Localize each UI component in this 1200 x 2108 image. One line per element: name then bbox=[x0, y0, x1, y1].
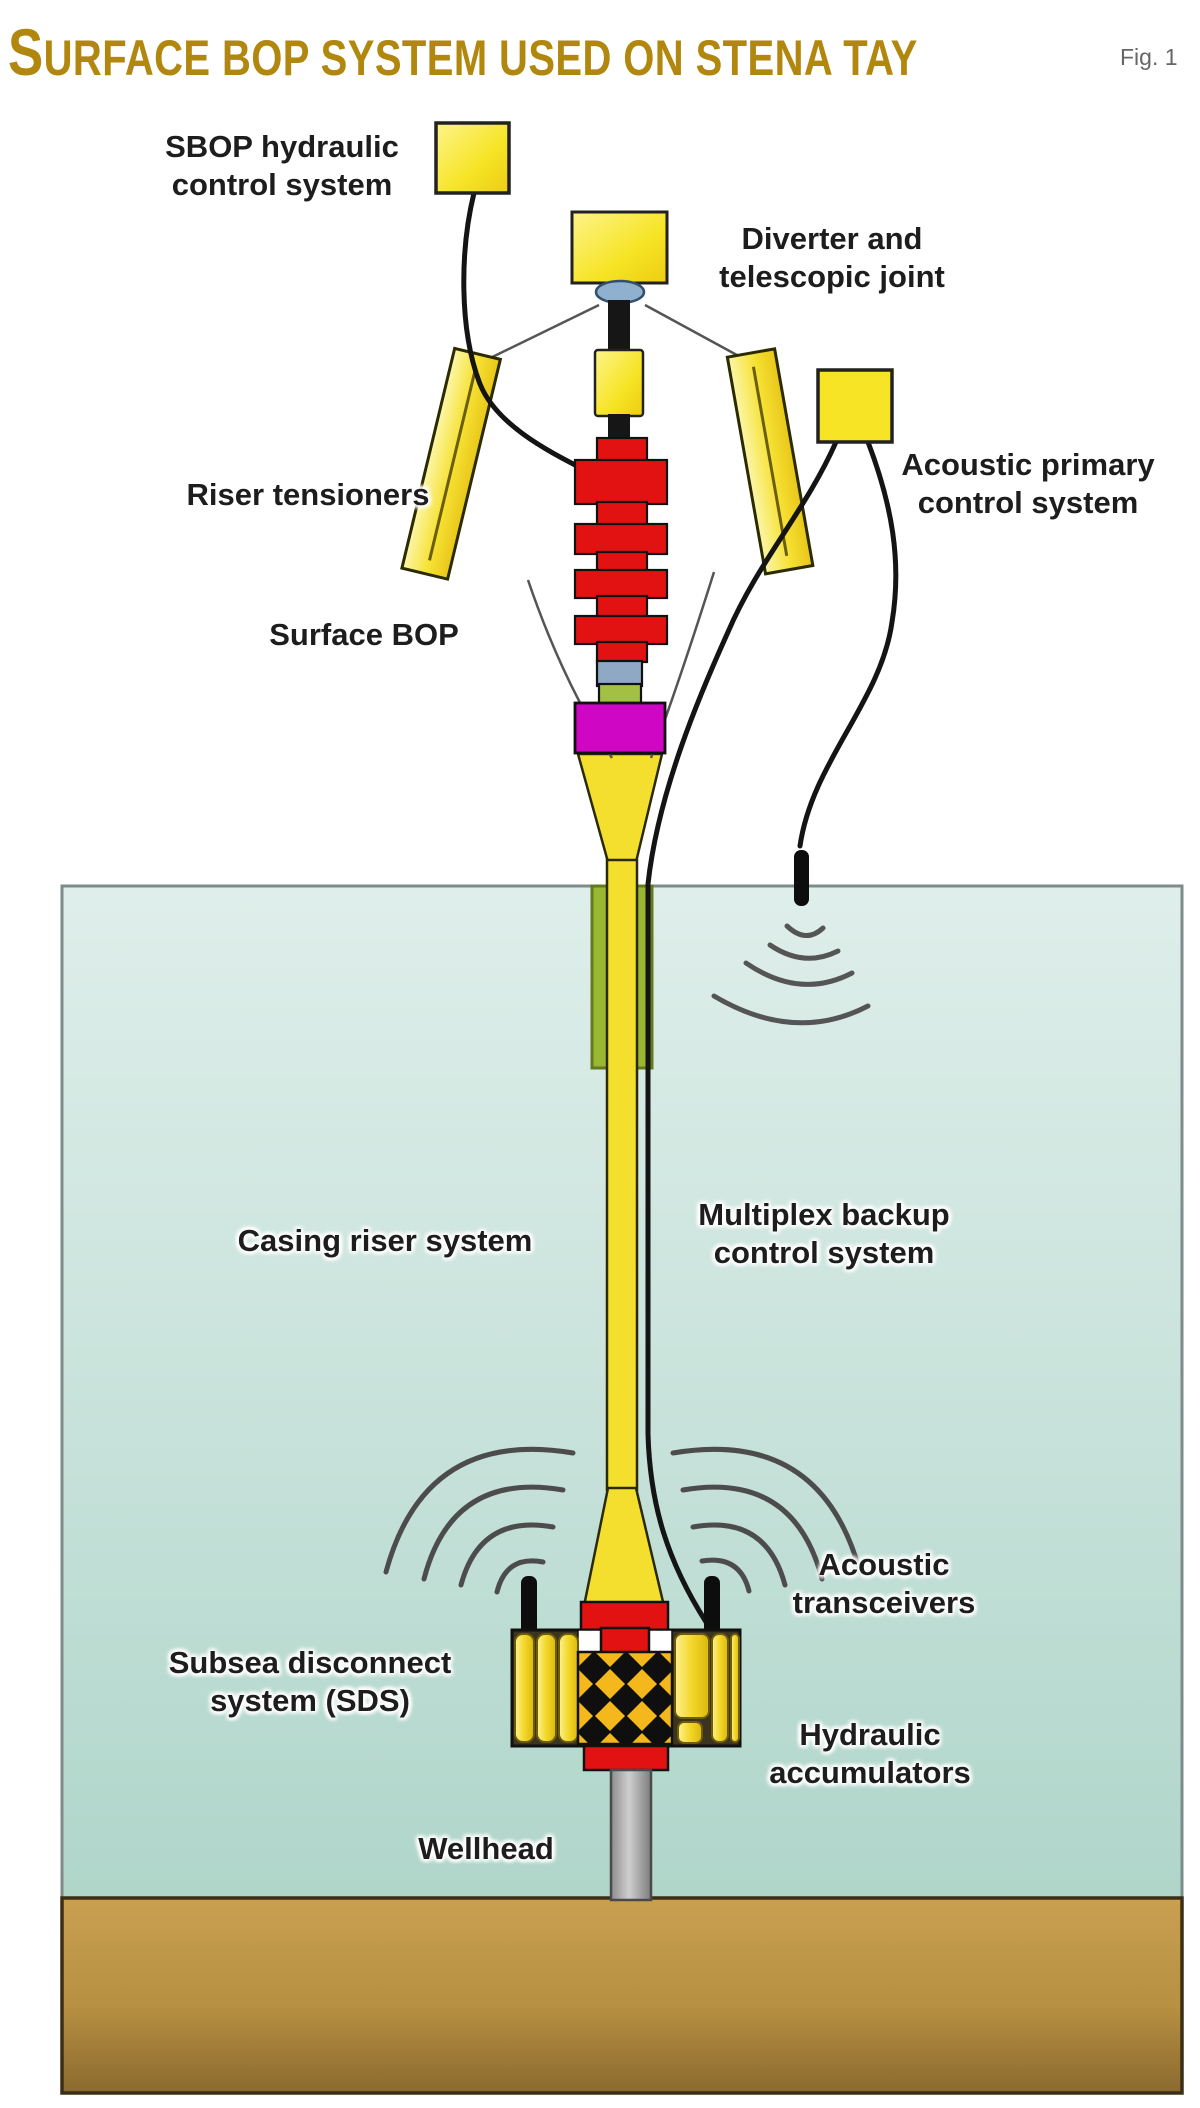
label-line: Subsea disconnect bbox=[168, 1645, 452, 1680]
page-title: SURFACE BOP SYSTEM USED ON STENA TAY bbox=[8, 15, 918, 89]
sds-assembly bbox=[510, 1576, 742, 1772]
surface-bop-stack bbox=[573, 436, 669, 755]
label-line: SBOP hydraulic bbox=[165, 129, 399, 164]
sds-checker-block bbox=[576, 1650, 674, 1746]
label-riser-tensioners: Riser tensioners bbox=[187, 476, 430, 514]
figure-number: Fig. 1 bbox=[1120, 44, 1178, 70]
acoustic-waves-transducer-icon bbox=[711, 923, 871, 1026]
transceiver-rod-left bbox=[521, 1576, 537, 1636]
acoustic-waves-left-icon bbox=[383, 1446, 576, 1595]
label-surface-bop: Surface BOP bbox=[269, 616, 459, 654]
hydraulic-accumulators-left bbox=[514, 1633, 579, 1743]
label-wellhead: Wellhead bbox=[418, 1830, 554, 1868]
label-multiplex: Multiplex backup control system bbox=[698, 1196, 949, 1272]
label-acoustic-primary: Acoustic primary control system bbox=[901, 446, 1154, 522]
diverter-telescopic-joint bbox=[570, 210, 669, 442]
label-acoustic-transceivers: Acoustic transceivers bbox=[793, 1546, 976, 1622]
acoustic-primary-cable bbox=[797, 439, 899, 849]
label-casing-riser: Casing riser system bbox=[238, 1222, 533, 1260]
riser-pipe bbox=[576, 752, 666, 1608]
label-hydraulic-accumulators: Hydraulic accumulators bbox=[769, 1716, 971, 1792]
label-sbop-control: SBOP hydraulic control system bbox=[165, 128, 399, 204]
hydraulic-accumulators-right bbox=[674, 1633, 740, 1744]
acoustic-waves-right-icon bbox=[670, 1446, 863, 1594]
label-line: Surface BOP bbox=[269, 617, 459, 652]
seabed bbox=[60, 1896, 1184, 2095]
riser-tensioner-right bbox=[725, 347, 815, 576]
multiplex-backup-cable bbox=[645, 439, 839, 1625]
label-line: accumulators bbox=[769, 1755, 971, 1790]
label-line: Acoustic primary bbox=[901, 447, 1155, 482]
label-line: control system bbox=[171, 167, 393, 202]
label-line: control system bbox=[917, 485, 1139, 520]
wellhead-pipe bbox=[609, 1768, 653, 1902]
label-line: Riser tensioners bbox=[186, 477, 430, 512]
label-line: Diverter and bbox=[741, 221, 923, 256]
sbop-control-box bbox=[434, 121, 511, 195]
control-cables bbox=[461, 190, 899, 1625]
acoustic-control-box bbox=[816, 368, 894, 444]
sbop-cable bbox=[461, 190, 584, 471]
label-line: Multiplex backup bbox=[698, 1197, 950, 1232]
label-line: system (SDS) bbox=[210, 1683, 410, 1718]
label-diverter: Diverter and telescopic joint bbox=[719, 220, 945, 296]
label-line: control system bbox=[713, 1235, 935, 1270]
riser-tensioner-left bbox=[400, 346, 503, 581]
label-sds: Subsea disconnect system (SDS) bbox=[169, 1644, 452, 1720]
label-line: Wellhead bbox=[418, 1831, 554, 1866]
label-line: telescopic joint bbox=[719, 259, 945, 294]
acoustic-transducer-icon bbox=[794, 850, 809, 906]
transceiver-rod-right bbox=[704, 1576, 720, 1636]
label-line: Hydraulic bbox=[799, 1717, 941, 1752]
tensioner-lines bbox=[481, 303, 747, 759]
label-line: Acoustic bbox=[818, 1547, 950, 1582]
label-line: transceivers bbox=[792, 1585, 976, 1620]
label-line: Casing riser system bbox=[237, 1223, 533, 1258]
